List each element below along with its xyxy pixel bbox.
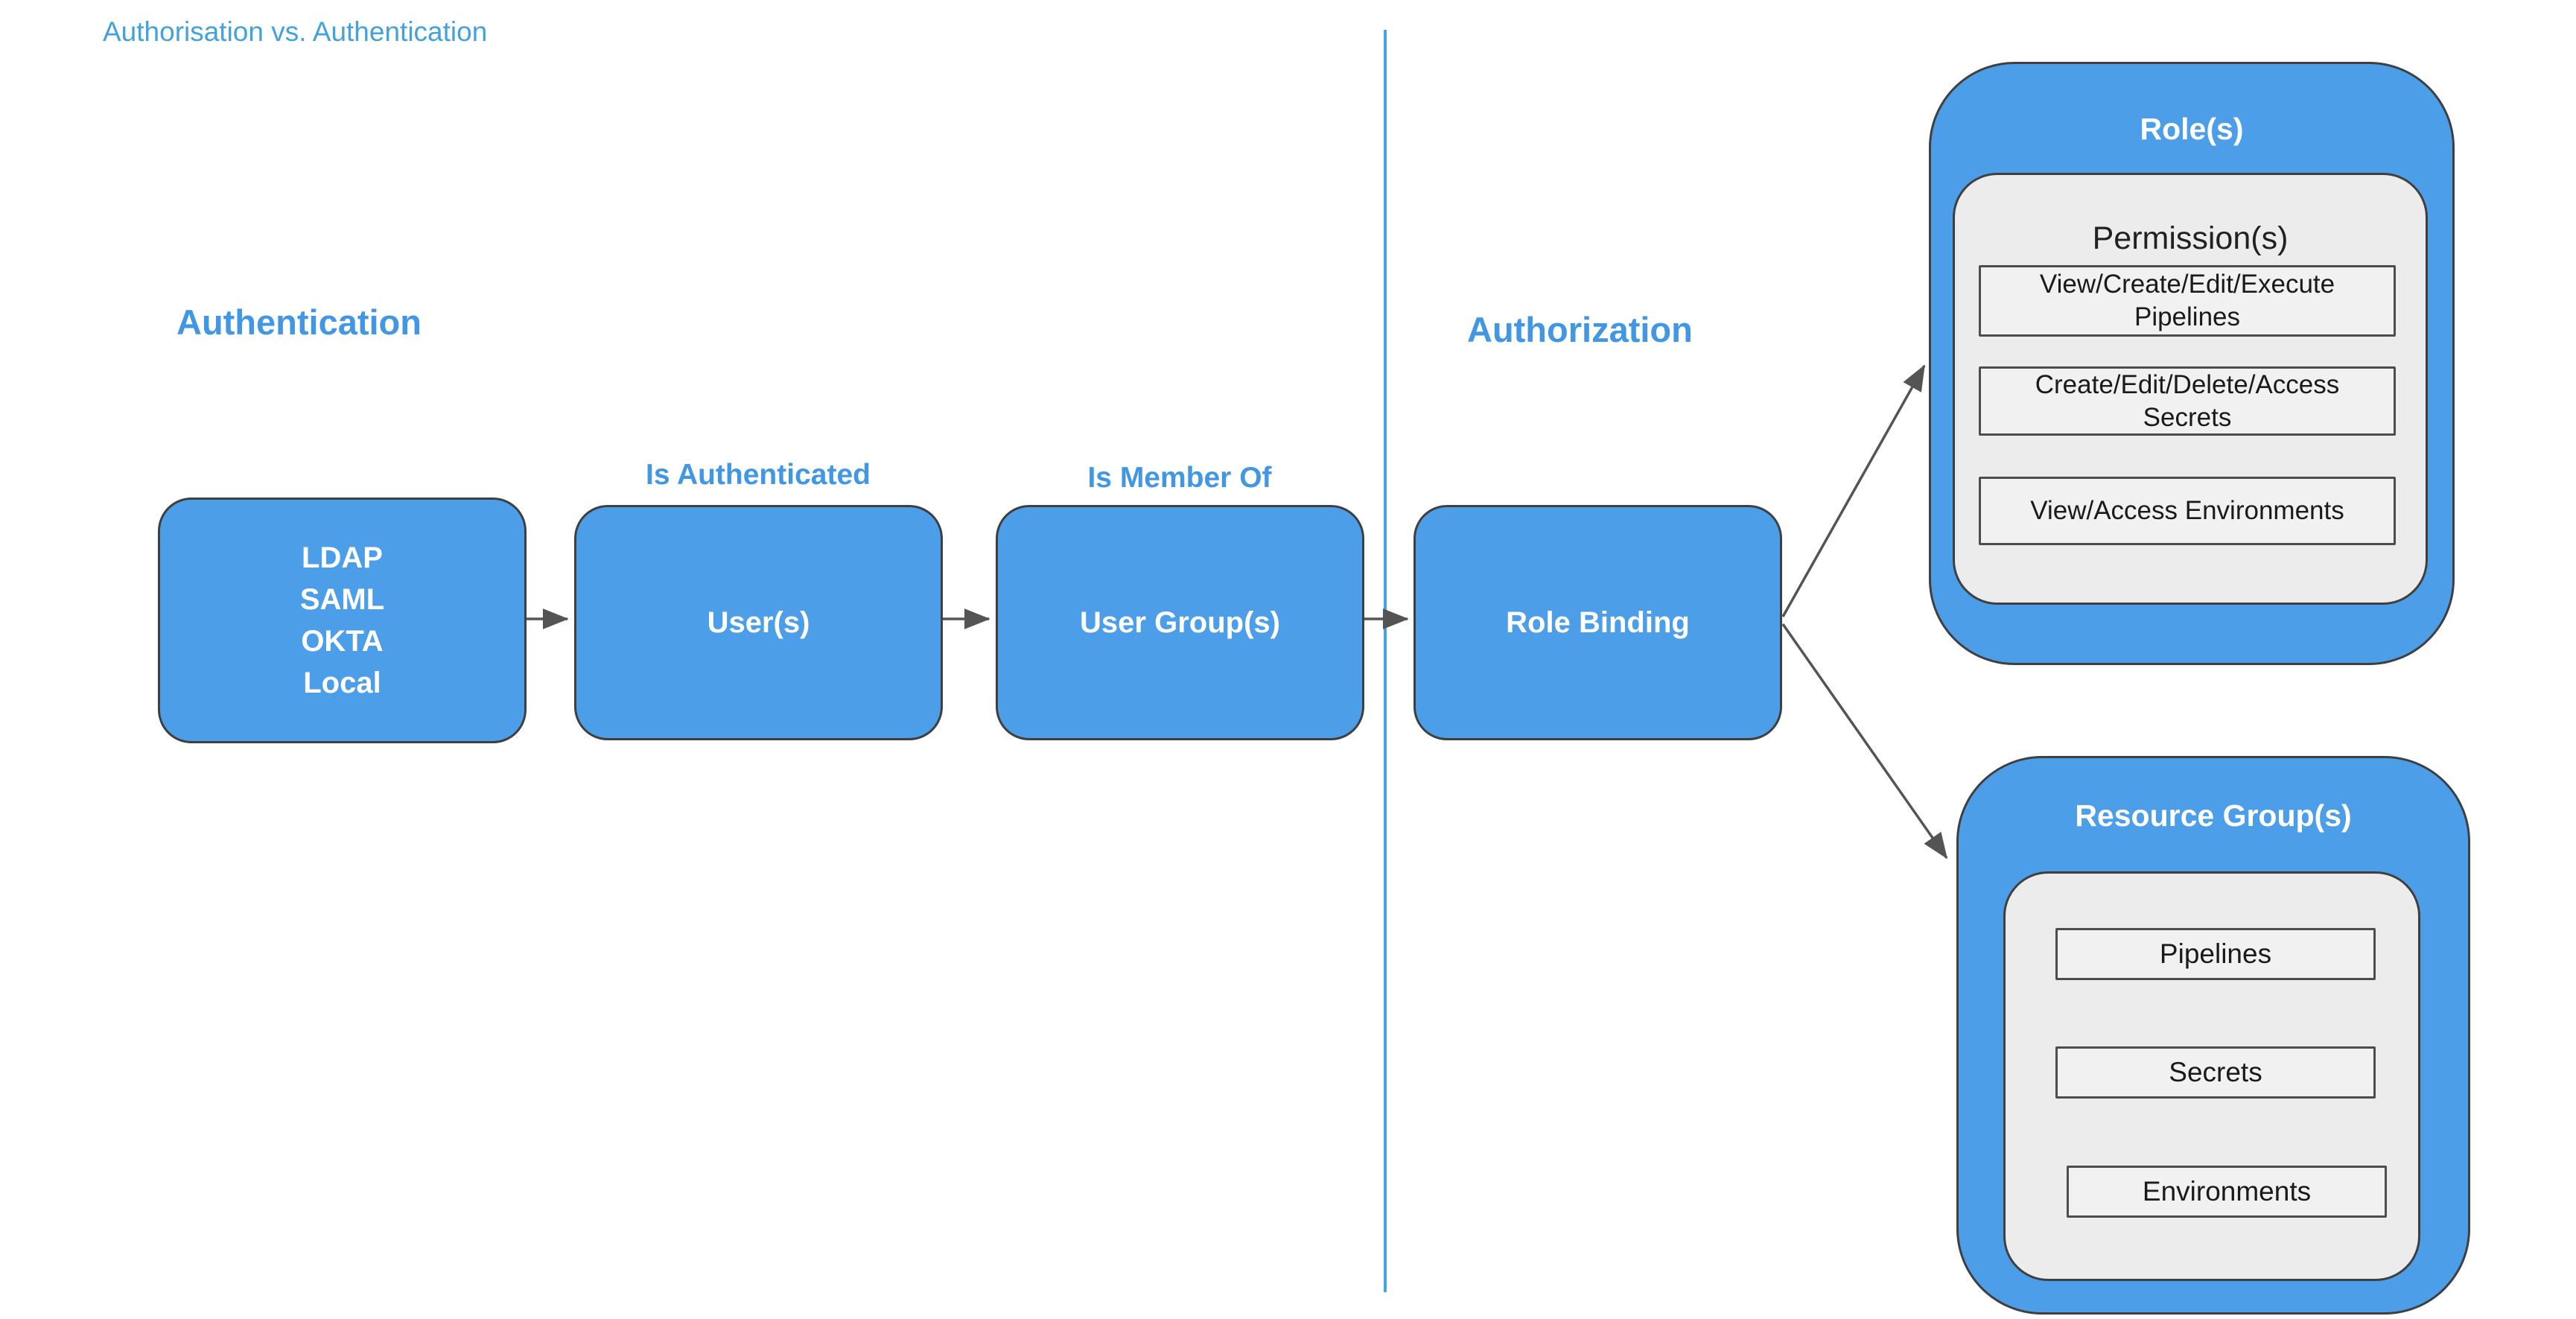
resource-groups-title: Resource Group(s) [2075,798,2352,833]
edge-label-is-member-of: Is Member Of [1087,462,1272,494]
idp-local: Local [303,667,381,699]
roles-group-title: Role(s) [2140,112,2244,146]
identity-provider-list: LDAP SAML OKTA Local [300,537,384,704]
arrow-rolebinding-to-resourcegroups [1781,623,1948,859]
resource-item-pipelines: Pipelines [2055,928,2376,980]
resource-item-environments: Environments [2067,1166,2387,1218]
idp-saml: SAML [299,583,385,616]
permission-item-environments: View/Access Environments [1979,477,2396,545]
node-users: User(s) [574,505,943,740]
authorization-heading: Authorization [1467,310,1693,349]
permissions-title: Permission(s) [2092,220,2289,256]
page-title: Authorisation vs. Authentication [103,16,488,47]
resource-item-secrets: Secrets [2055,1046,2376,1099]
edge-label-is-authenticated: Is Authenticated [646,459,871,491]
node-user-groups: User Group(s) [996,505,1364,740]
permission-item-pipelines: View/Create/Edit/Execute Pipelines [1979,265,2396,337]
idp-ldap: LDAP [302,541,383,574]
arrow-rolebinding-to-roles [1781,364,1926,617]
section-divider-line [1384,30,1387,1292]
authentication-heading: Authentication [176,302,422,342]
node-identity-providers: LDAP SAML OKTA Local [158,498,527,743]
permission-item-secrets: Create/Edit/Delete/Access Secrets [1979,366,2396,436]
idp-okta: OKTA [301,625,384,658]
node-role-binding: Role Binding [1413,505,1782,740]
